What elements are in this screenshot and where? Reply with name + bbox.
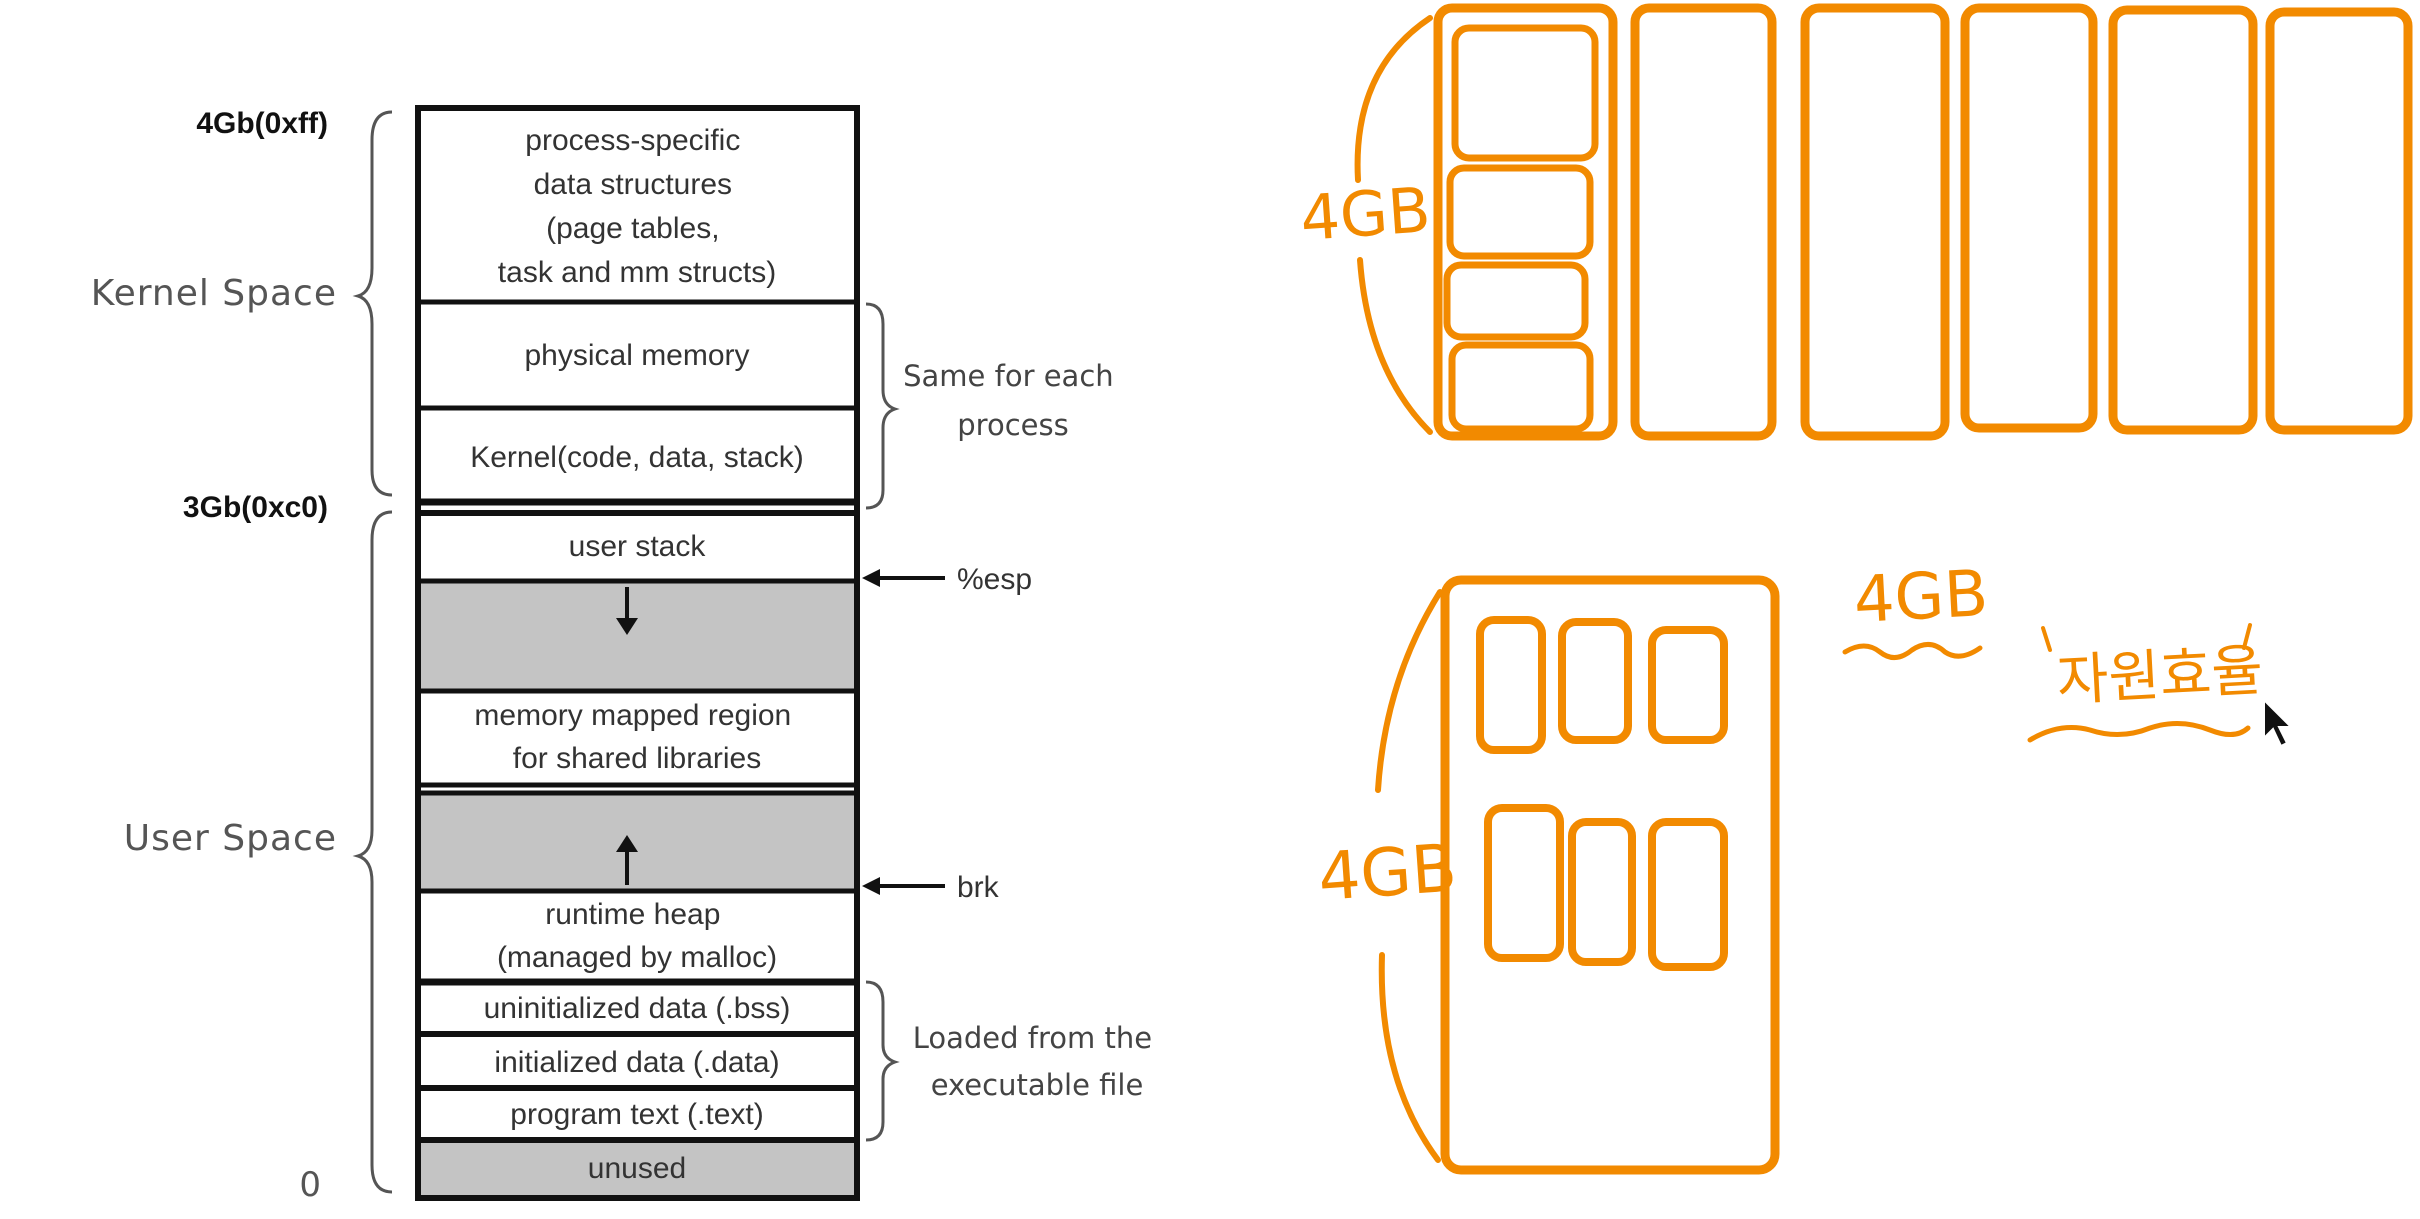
unused-segment: unused — [588, 1152, 686, 1185]
text-segment: program text (.text) — [510, 1098, 763, 1131]
kernel-space-label: Kernel Space — [91, 273, 337, 314]
mmap-segment: memory mapped region for shared librarie… — [474, 699, 799, 775]
data-segment: initialized data (.data) — [494, 1046, 779, 1079]
heap-growth-arrow — [616, 835, 638, 885]
kernel-segment: Kernel(code, data, stack) — [470, 441, 804, 474]
brk-label: brk — [957, 871, 1000, 904]
user-space-label: User Space — [124, 818, 337, 859]
bottom-4gb-arc — [1375, 589, 1443, 1163]
process-box-2 — [1630, 3, 1777, 441]
unused-region — [420, 1143, 855, 1195]
process-box-6 — [2265, 7, 2413, 435]
orange-sketch — [1354, 3, 2413, 1175]
user-space-brace — [352, 510, 393, 1194]
loaded-from-brace — [865, 980, 900, 1142]
address-4gb: 4Gb(0xff) — [196, 107, 328, 140]
process-specific-segment: process-specific data structures (page t… — [498, 124, 776, 289]
process-boxes-row — [1433, 3, 2413, 441]
floating-4gb-label: 4GB — [1852, 557, 1990, 638]
same-for-each-brace — [865, 302, 900, 510]
heap-segment: runtime heap (managed by malloc) — [497, 898, 777, 974]
address-zero: 0 — [299, 1165, 322, 1205]
physical-memory-segment: physical memory — [524, 339, 749, 372]
process-box-4 — [1960, 3, 2098, 433]
process-blocks-in-memory — [1476, 616, 1728, 971]
loaded-from-note: Loaded from the executable file — [913, 1021, 1162, 1102]
memory-column — [415, 105, 860, 1201]
address-3gb: 3Gb(0xc0) — [183, 491, 328, 524]
process-box-1 — [1433, 3, 1618, 441]
same-for-each-note: Same for each process — [903, 359, 1123, 442]
first-box-segments — [1443, 24, 1599, 433]
stack-gap-region — [420, 583, 855, 689]
memory-layout-diagram: 4Gb(0xff) 3Gb(0xc0) 0 Kernel Space User … — [91, 105, 1162, 1205]
bottom-4gb-label: 4GB — [1316, 829, 1459, 915]
korean-note-close-quote — [2242, 623, 2252, 650]
kernel-space-brace — [352, 110, 393, 497]
segment-dividers — [418, 299, 857, 1143]
mouse-cursor-icon — [2263, 697, 2294, 748]
physical-memory-box — [1440, 575, 1780, 1175]
korean-note-underline — [2027, 721, 2251, 743]
stack-growth-arrow — [616, 587, 638, 635]
user-stack-segment: user stack — [569, 530, 707, 563]
floating-4gb-squiggle — [1842, 642, 1983, 660]
korean-note: 자원효율 — [2055, 638, 2264, 714]
esp-label: %esp — [957, 563, 1032, 596]
process-box-3 — [1800, 3, 1950, 441]
process-box-5 — [2108, 5, 2258, 435]
esp-pointer: %esp — [862, 563, 1032, 596]
top-4gb-label: 4GB — [1298, 173, 1433, 255]
brk-pointer: brk — [862, 871, 1000, 904]
heap-gap-region — [420, 793, 855, 890]
bss-segment: uninitialized data (.bss) — [484, 992, 791, 1025]
top-4gb-arc — [1354, 15, 1433, 435]
korean-note-open-quote — [2041, 626, 2052, 652]
